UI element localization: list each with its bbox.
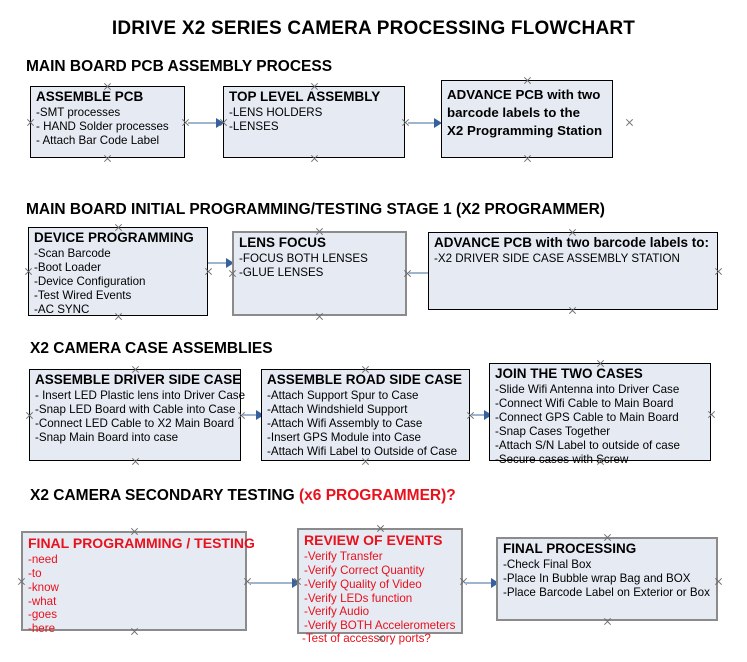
node-line: -Connect GPS Cable to Main Board — [495, 411, 679, 424]
node-advance-pcb-station[interactable]: ADVANCE PCB with two barcode labels to t… — [441, 80, 613, 158]
node-line: -goes — [28, 608, 58, 622]
node-line: -Slide Wifi Antenna into Driver Case — [495, 383, 680, 397]
node-title: LENS FOCUS — [239, 235, 327, 250]
node-line: -LENSES — [229, 120, 279, 134]
page-title: IDRIVE X2 SERIES CAMERA PROCESSING FLOWC… — [111, 18, 636, 39]
node-line: - HAND Solder processes — [36, 120, 169, 134]
node-line: -Verify Correct Quantity — [304, 563, 425, 577]
node-line: -Verify Audio — [304, 605, 370, 619]
connector-arrow — [472, 414, 486, 416]
connector-arrow — [409, 272, 431, 274]
arrow-head-icon — [491, 578, 499, 588]
node-assemble-pcb[interactable]: ASSEMBLE PCB -SMT processes - HAND Solde… — [30, 86, 185, 158]
node-final-programming-testing[interactable]: FINAL PROGRAMMING / TESTING -need -to -k… — [21, 531, 255, 635]
connector-arrow — [249, 582, 295, 584]
node-line: -SMT processes — [36, 106, 121, 120]
node-title: ASSEMBLE DRIVER SIDE CASE — [35, 372, 242, 387]
node-title: TOP LEVEL ASSEMBLY — [229, 89, 381, 104]
connector-arrow — [465, 582, 493, 584]
node-title: REVIEW OF EVENTS — [304, 532, 443, 548]
node-title: FINAL PROCESSING — [503, 541, 637, 556]
node-title: JOIN THE TWO CASES — [495, 366, 643, 381]
node-title: ASSEMBLE PCB — [36, 89, 144, 104]
node-line: -Attach Support Spur to Case — [267, 389, 419, 403]
node-line: -Place Barcode Label on Exterior or Box — [503, 586, 710, 599]
node-line: -Attach Wifi Label to Outside of Case — [267, 444, 458, 458]
node-line: -know — [28, 580, 59, 594]
node-final-processing[interactable]: FINAL PROCESSING -Check Final Box -Place… — [496, 537, 718, 621]
connector-arrow — [188, 122, 218, 124]
node-line: -LENS HOLDERS — [229, 106, 323, 120]
arrow-head-icon — [216, 118, 224, 128]
node-device-programming[interactable]: DEVICE PROGRAMMING -Scan Barcode -Boot L… — [28, 227, 208, 316]
node-top-level-assembly[interactable]: TOP LEVEL ASSEMBLY -LENS HOLDERS -LENSES — [223, 86, 405, 158]
node-assemble-driver-side-case[interactable]: ASSEMBLE DRIVER SIDE CASE - Insert LED P… — [29, 369, 246, 461]
node-line: -Verify LEDs function — [304, 591, 413, 605]
node-join-the-two-cases[interactable]: JOIN THE TWO CASES -Slide Wifi Antenna i… — [489, 363, 711, 466]
section-heading-1: MAIN BOARD PCB ASSEMBLY PROCESS — [26, 58, 332, 76]
selection-handle[interactable] — [625, 118, 634, 127]
node-line: -need — [28, 552, 58, 566]
node-title: ADVANCE PCB with two barcode labels to: — [434, 235, 710, 250]
node-line: -Verify Quality of Video — [304, 577, 422, 591]
arrow-head-icon — [256, 410, 264, 420]
node-line: -here — [28, 622, 56, 636]
node-line: -Snap LED Board with Cable into Case — [35, 403, 236, 417]
arrow-head-icon — [484, 410, 492, 420]
node-line: -Secure cases with Screw — [495, 452, 629, 466]
node-line: -Verify BOTH Accelerometers — [304, 619, 456, 633]
node-line: -Attach Windshield Support — [267, 403, 408, 417]
node-line: -Place In Bubble wrap Bag and BOX — [503, 572, 691, 586]
connector-arrow — [408, 122, 436, 124]
node-review-of-events[interactable]: REVIEW OF EVENTS -Verify Transfer -Verif… — [297, 528, 463, 634]
node-assemble-road-side-case[interactable]: ASSEMBLE ROAD SIDE CASE -Attach Support … — [261, 369, 470, 461]
section-heading-3: X2 CAMERA CASE ASSEMBLIES — [30, 340, 273, 358]
node-line: -Snap Cases Together — [495, 424, 611, 438]
node-line: X2 Programming Station — [447, 122, 603, 138]
section-heading-3-text: X2 CAMERA CASE ASSEMBLIES — [30, 340, 273, 357]
node-line: -Attach Wifi Assembly to Case — [267, 417, 423, 430]
node-line: -Boot Loader — [34, 261, 102, 275]
node-title: FINAL PROGRAMMING / TESTING — [28, 535, 255, 551]
node-line: -Connect Wifi Cable to Main Board — [495, 397, 674, 411]
node-line: -Insert GPS Module into Case — [267, 430, 422, 444]
section-heading-4-accent: (x6 PROGRAMMER)? — [299, 487, 456, 504]
node-line: - Insert LED Plastic lens into Driver Ca… — [35, 389, 246, 403]
node-line: -Snap Main Board into case — [35, 430, 179, 444]
node-line: -Verify Transfer — [304, 549, 383, 563]
node-line: - Attach Bar Code Label — [36, 134, 160, 147]
section-heading-1-text: MAIN BOARD PCB ASSEMBLY PROCESS — [26, 58, 333, 75]
arrow-head-icon — [434, 118, 442, 128]
node-line: -GLUE LENSES — [239, 266, 324, 280]
arrow-head-icon — [226, 258, 234, 268]
connector-arrow — [208, 262, 228, 264]
section-heading-4: X2 CAMERA SECONDARY TESTING (x6 PROGRAMM… — [30, 487, 456, 505]
section-heading-4-text: X2 CAMERA SECONDARY TESTING — [30, 487, 299, 504]
node-line: -Check Final Box — [503, 558, 592, 572]
section-heading-2-text: MAIN BOARD INITIAL PROGRAMMING/TESTING S… — [26, 201, 605, 218]
node-title: DEVICE PROGRAMMING — [34, 230, 194, 245]
node-line: -Scan Barcode — [34, 247, 111, 261]
node-title: ASSEMBLE ROAD SIDE CASE — [267, 372, 463, 387]
node-line: -Connect LED Cable to X2 Main Board — [35, 417, 235, 430]
arrow-head-icon — [292, 578, 300, 588]
node-line: -to — [28, 566, 42, 580]
node-line: barcode labels to the — [447, 104, 581, 120]
node-line: -what — [28, 594, 57, 608]
node-line: -Test Wired Events — [34, 288, 132, 302]
section-heading-2: MAIN BOARD INITIAL PROGRAMMING/TESTING S… — [26, 201, 605, 219]
node-advance-pcb-driver-case[interactable]: ADVANCE PCB with two barcode labels to: … — [428, 232, 718, 310]
connector-arrow — [243, 414, 259, 416]
node-line: -X2 DRIVER SIDE CASE ASSEMBLY STATION — [434, 252, 680, 266]
node-line: -Device Configuration — [34, 275, 146, 288]
node-overflow-line: -Test of accessory ports? — [302, 632, 431, 645]
node-line: -AC SYNC — [34, 302, 90, 316]
node-line: -FOCUS BOTH LENSES — [239, 252, 368, 266]
node-line: ADVANCE PCB with two — [447, 87, 601, 102]
node-lens-focus[interactable]: LENS FOCUS -FOCUS BOTH LENSES -GLUE LENS… — [232, 231, 407, 316]
node-line: -Attach S/N Label to outside of case — [495, 438, 680, 452]
